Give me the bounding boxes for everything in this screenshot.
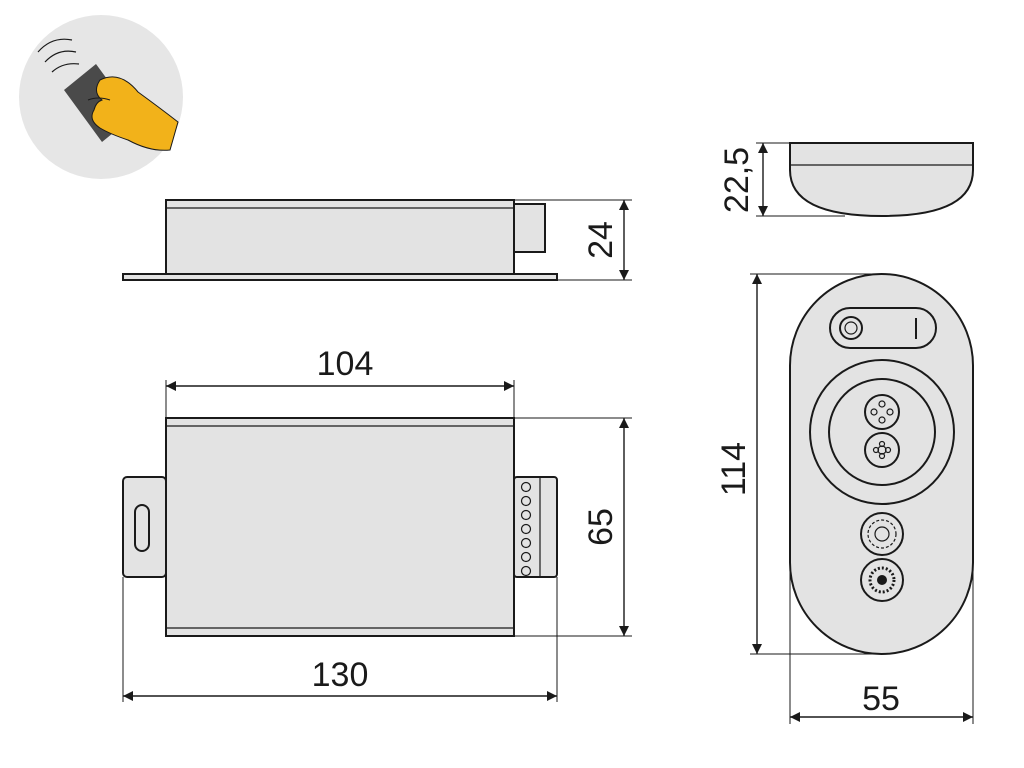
remote-side-view: 22,5 <box>718 142 974 218</box>
terminal-holes <box>520 481 532 577</box>
hand-holding-remote-icon <box>19 15 183 179</box>
dim-top-height: 65 <box>582 508 620 546</box>
power-switch <box>829 307 937 349</box>
dim-remote-length: 114 <box>715 442 753 496</box>
controller-top-view: 104 65 130 <box>122 345 632 702</box>
dim-remote-width: 55 <box>862 680 900 718</box>
dim-remote-side-height: 22,5 <box>718 147 756 213</box>
brightness-up-button <box>860 512 904 556</box>
dim-side-height: 24 <box>582 221 620 259</box>
remote-front-view: 114 55 <box>715 273 974 724</box>
color-button <box>864 432 900 468</box>
controller-side-view: 24 <box>122 199 632 281</box>
brightness-down-button <box>860 558 904 602</box>
mode-button <box>864 394 900 430</box>
dim-top-overall-width: 130 <box>312 656 369 694</box>
dim-top-inner-width: 104 <box>317 345 374 383</box>
